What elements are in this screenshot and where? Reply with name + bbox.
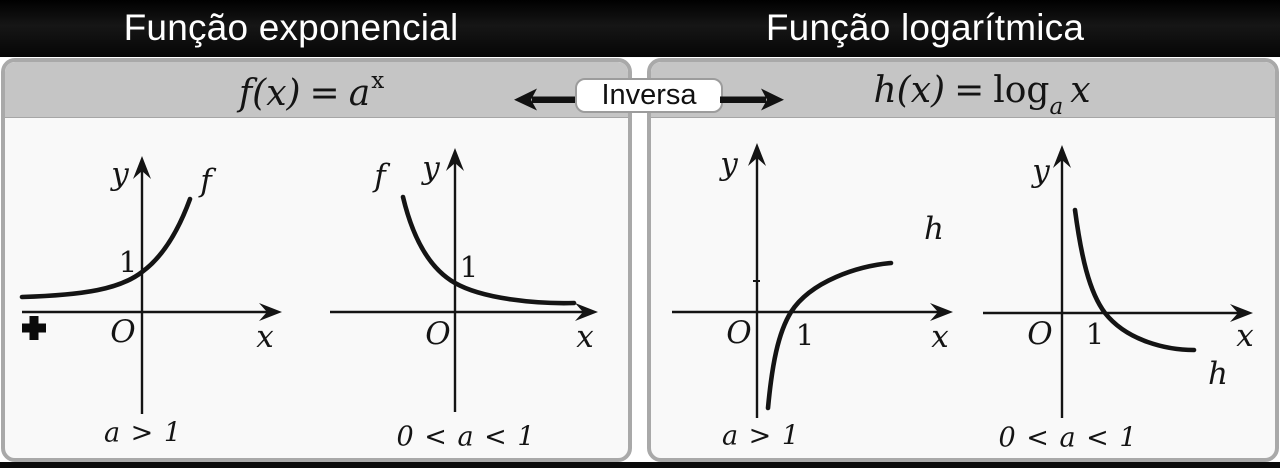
function-label: f: [374, 158, 386, 194]
x-axis-label: x: [256, 319, 274, 355]
arrow-left-icon: [514, 88, 578, 111]
logarithmic-panel: [647, 58, 1279, 462]
formula-lhs: f(x): [238, 73, 301, 114]
exponential-panel: [1, 58, 632, 462]
function-label: h: [924, 211, 944, 247]
unit-one-label: 1: [1085, 317, 1105, 351]
right-panel-title: Função logarítmica: [765, 7, 1085, 48]
y-axis-label: y: [1032, 153, 1050, 189]
equals-sign: =: [954, 69, 985, 111]
equals-sign: =: [309, 73, 340, 114]
x-axis-label: x: [576, 319, 594, 355]
x-axis-label: x: [1236, 318, 1254, 354]
exponential-formula: f(x)=ax: [238, 68, 384, 114]
left-panel-title: Função exponencial: [123, 7, 459, 48]
origin-label: O: [425, 316, 451, 352]
bottom-border: [0, 462, 1280, 468]
y-axis-label: y: [422, 150, 440, 186]
unit-one-label: 1: [459, 250, 479, 284]
header-bar: Função exponencial Função logarítmica: [0, 0, 1280, 57]
y-axis-label: y: [111, 156, 129, 192]
unit-one-label: 1: [795, 318, 815, 352]
condition-label: a > 1: [721, 420, 801, 452]
origin-label: O: [1027, 316, 1053, 352]
formula-argument: x: [1070, 69, 1091, 111]
origin-label: O: [726, 315, 752, 351]
unit-one-label: 1: [118, 245, 138, 279]
arrow-right-icon: [720, 88, 784, 111]
condition-label: 0 < a < 1: [998, 422, 1138, 454]
formula-lhs: h(x): [873, 69, 946, 111]
function-label: h: [1208, 356, 1228, 392]
log-operator: log: [993, 69, 1050, 111]
formula-base: a: [348, 73, 371, 114]
condition-label: 0 < a < 1: [396, 421, 536, 453]
function-label: f: [200, 163, 212, 199]
y-axis-label: y: [720, 146, 738, 182]
x-axis-label: x: [931, 319, 949, 355]
logarithmic-formula-strip: [651, 62, 1275, 118]
origin-label: O: [110, 314, 136, 350]
formula-exponent: x: [371, 68, 385, 94]
log-base: a: [1049, 94, 1064, 121]
condition-label: a > 1: [103, 417, 183, 449]
exponential-formula-strip: [5, 62, 628, 118]
inversa-badge: Inversa: [575, 78, 723, 113]
